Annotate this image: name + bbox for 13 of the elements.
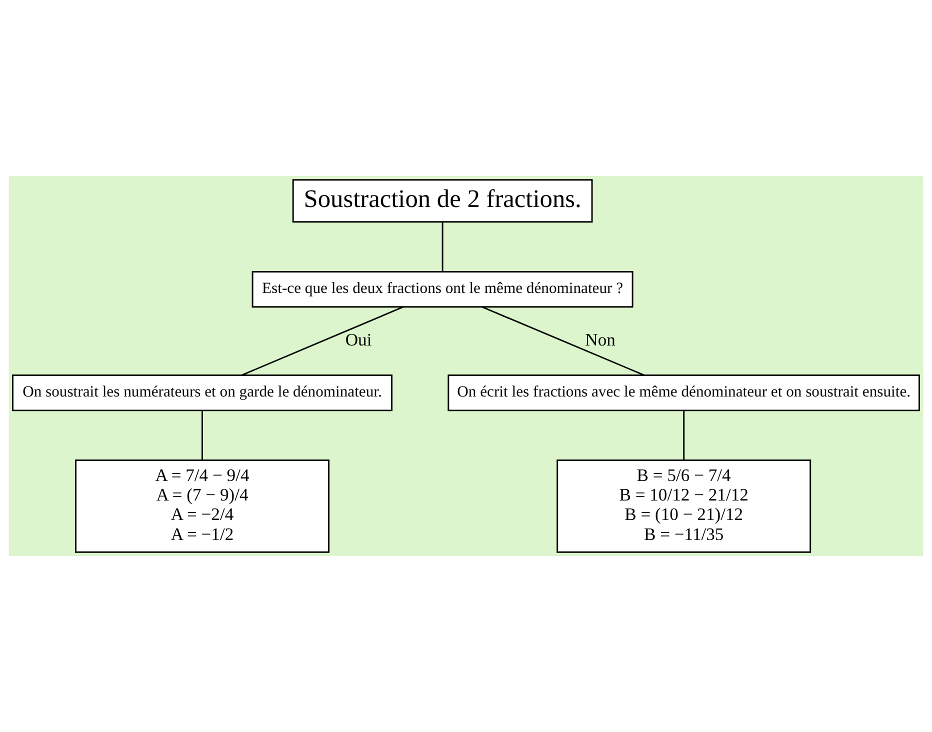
connector — [442, 222, 444, 272]
connector — [482, 306, 645, 376]
node-box: Est-ce que les deux fractions ont le même dénominateur ? — [252, 271, 634, 308]
node-box: On écrit les fractions avec le même dénominateur et on soustrait ensuite. — [448, 374, 920, 412]
edge-label: Oui — [345, 329, 372, 350]
connector — [202, 410, 203, 460]
node-box: A = 7/4 − 9/4 A = (7 − 9)/4 A = −2/4 A = −1/2 — [75, 460, 330, 553]
node-box: On soustrait les numérateurs et on garde le dénominateur. — [12, 374, 392, 412]
node-box: Soustraction de 2 fractions. — [292, 179, 593, 223]
edge-label: Non — [585, 329, 616, 350]
node-box: B = 5/6 − 7/4 B = 10/12 − 21/12 B = (10 − 21)/12 B = −11/35 — [556, 460, 812, 553]
connector — [241, 306, 404, 376]
connector — [683, 410, 685, 460]
